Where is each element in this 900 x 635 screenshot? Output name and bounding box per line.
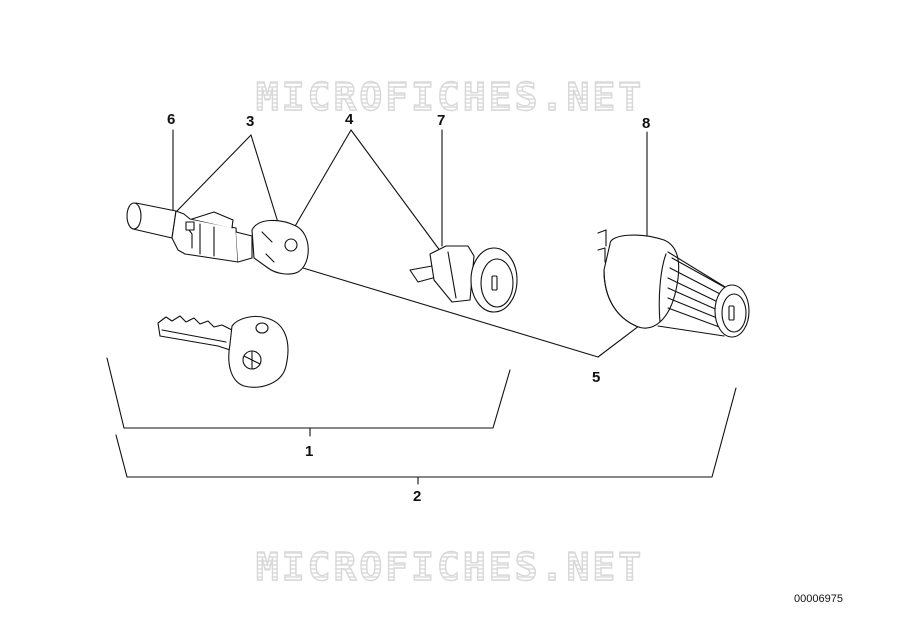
bracket-2 <box>115 387 737 485</box>
bracket-1 <box>106 357 511 437</box>
callout-6: 6 <box>167 111 176 128</box>
spare-key <box>157 315 289 388</box>
watermark-bottom: MICROFICHES.NET <box>150 547 750 586</box>
watermark-top: MICROFICHES.NET <box>150 77 750 116</box>
lock-cylinder-assembly <box>126 202 309 275</box>
callout-5: 5 <box>592 369 601 386</box>
leader-lines <box>172 129 653 358</box>
ignition-switch <box>597 229 750 338</box>
small-lock <box>409 245 518 313</box>
callout-2: 2 <box>413 488 422 505</box>
diagram-id: 00006975 <box>794 593 843 605</box>
callout-7: 7 <box>437 112 446 129</box>
callout-3: 3 <box>246 113 255 130</box>
threaded-barrel <box>667 257 727 329</box>
callout-1: 1 <box>305 443 314 460</box>
callout-8: 8 <box>642 115 651 132</box>
callout-4: 4 <box>345 111 354 128</box>
